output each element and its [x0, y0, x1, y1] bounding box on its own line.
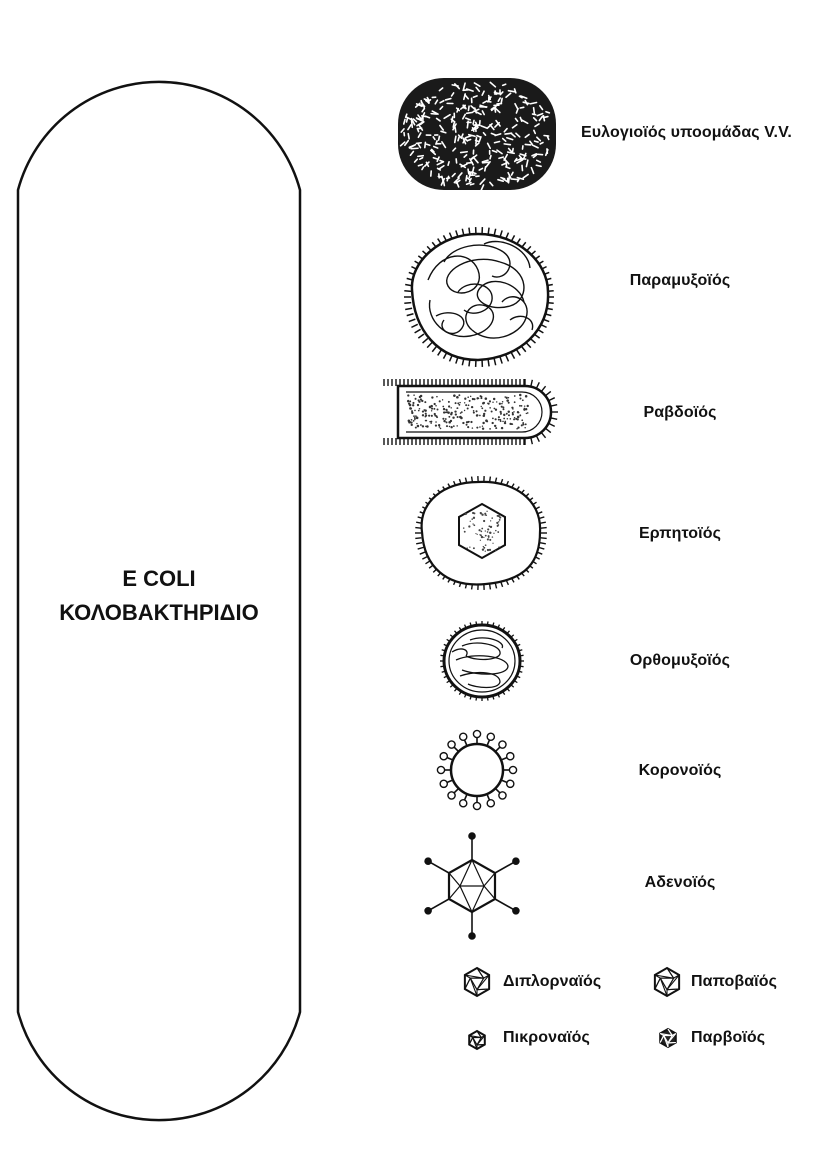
herpesvirus-icon	[415, 476, 547, 590]
herpesvirus-label: Ερπητοϊός	[638, 525, 722, 542]
coronavirus-label: Κορονοϊός	[638, 762, 722, 779]
adenovirus-icon	[424, 832, 520, 940]
picornavirus-label: Πικροναϊός	[503, 1029, 590, 1046]
rhabdovirus-icon	[383, 379, 558, 445]
coronavirus-icon	[436, 729, 518, 811]
papovavirus-icon	[653, 966, 681, 998]
ecoli-label: E COLI ΚΟΛΟΒΑΚΤΗΡΙΔΙΟ	[30, 562, 288, 630]
ecoli-label-line1: E COLI	[122, 566, 196, 591]
rhabdovirus-label: Ραβδοϊός	[643, 404, 717, 421]
adenovirus-label: Αδενοϊός	[644, 874, 716, 891]
paramyxovirus-label: Παραμυξοϊός	[629, 272, 731, 289]
orthomyxovirus-label: Ορθομυξοϊός	[629, 652, 731, 669]
ecoli-outline	[16, 80, 302, 1122]
ecoli-label-line2: ΚΟΛΟΒΑΚΤΗΡΙΔΙΟ	[59, 600, 259, 625]
poxvirus-icon	[398, 78, 556, 192]
orthomyxovirus-icon	[440, 621, 524, 701]
diplornavirus-label: Διπλορναϊός	[503, 973, 602, 990]
parvovirus-label: Παρβοϊός	[691, 1029, 766, 1046]
picornavirus-icon	[468, 1029, 486, 1051]
papovavirus-label: Παποβαϊός	[691, 973, 778, 990]
paramyxovirus-icon	[404, 227, 554, 367]
parvovirus-icon	[659, 1027, 677, 1049]
diplornavirus-icon	[463, 966, 491, 998]
poxvirus-label: Ευλογιοϊός υποομάδας V.V.	[581, 124, 792, 141]
